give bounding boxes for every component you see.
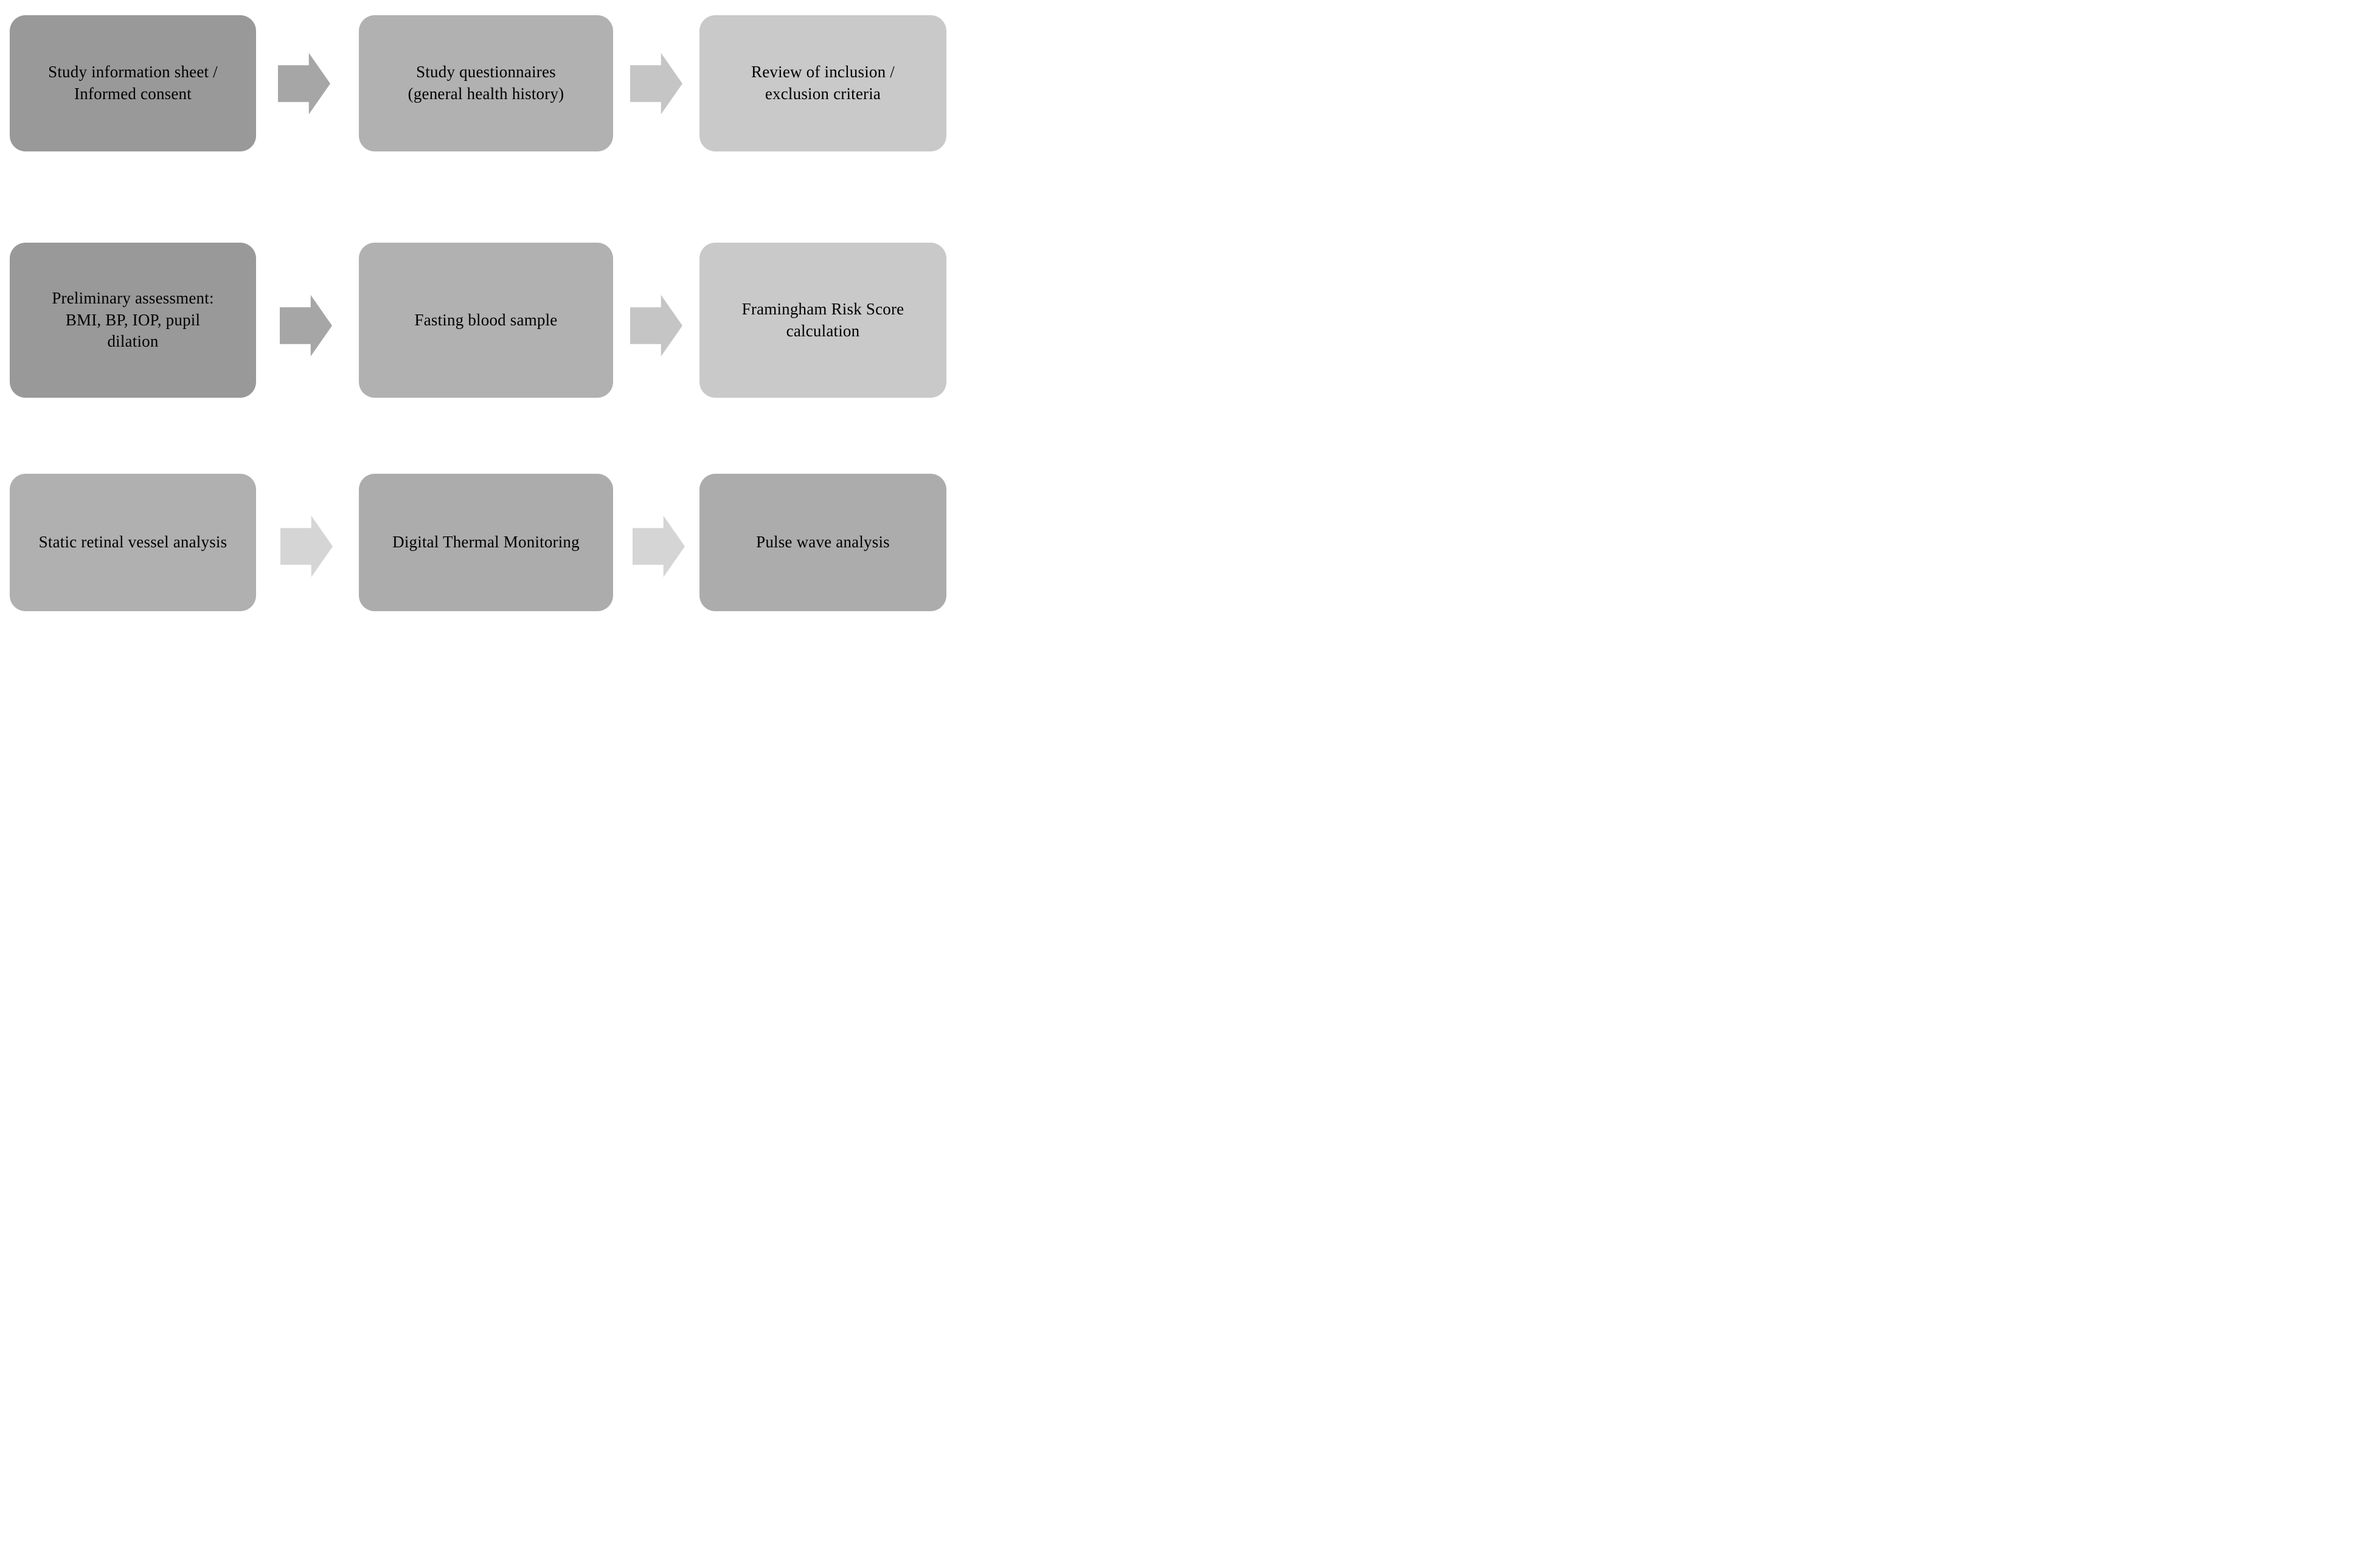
- step-label: Digital Thermal Monitoring: [392, 533, 580, 552]
- right-arrow-icon: [633, 516, 685, 577]
- step-label: Review of inclusion / exclusion criteria: [751, 63, 895, 103]
- right-arrow-icon: [630, 295, 682, 356]
- step-inclusion-exclusion-review: Review of inclusion / exclusion criteria: [699, 15, 946, 151]
- step-label: Static retinal vessel analysis: [38, 533, 227, 552]
- step-label: Preliminary assessment: BMI, BP, IOP, pu…: [52, 289, 214, 351]
- step-pulse-wave-analysis: Pulse wave analysis: [699, 474, 946, 611]
- step-label: Study questionnaires (general health his…: [408, 63, 564, 103]
- step-label: Framingham Risk Score calculation: [741, 299, 904, 340]
- right-arrow-icon: [278, 53, 330, 114]
- step-framingham-risk-score: Framingham Risk Score calculation: [699, 243, 946, 398]
- step-label: Fasting blood sample: [414, 310, 558, 329]
- right-arrow-icon: [630, 53, 682, 114]
- right-arrow-icon: [280, 516, 333, 577]
- right-arrow-icon: [280, 295, 332, 356]
- step-fasting-blood-sample: Fasting blood sample: [359, 243, 613, 398]
- step-preliminary-assessment: Preliminary assessment: BMI, BP, IOP, pu…: [10, 243, 256, 398]
- step-study-info-consent: Study information sheet / Informed conse…: [10, 15, 256, 151]
- step-study-questionnaires: Study questionnaires (general health his…: [359, 15, 613, 151]
- step-static-retinal-vessel-analysis: Static retinal vessel analysis: [10, 474, 256, 611]
- step-label: Pulse wave analysis: [756, 533, 890, 552]
- step-label: Study information sheet / Informed conse…: [48, 63, 218, 103]
- step-digital-thermal-monitoring: Digital Thermal Monitoring: [359, 474, 613, 611]
- study-protocol-flow-diagram: Study information sheet / Informed conse…: [0, 0, 952, 626]
